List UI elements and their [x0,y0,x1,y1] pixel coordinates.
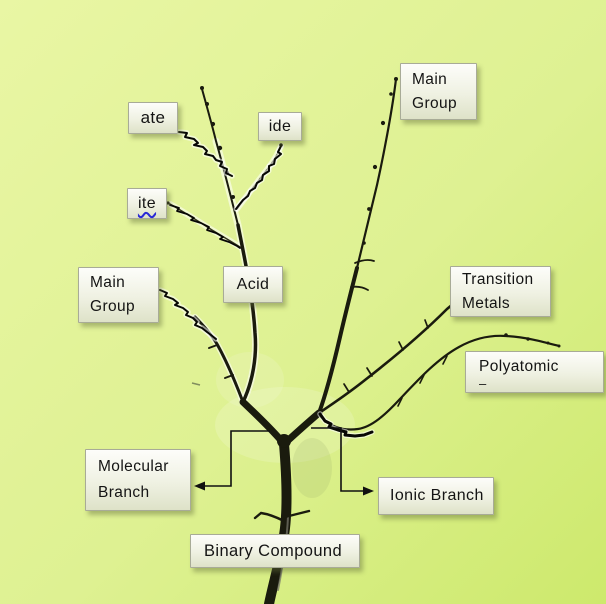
label-main-group-left-line2: Group [90,298,136,315]
label-main-group-left-line1: Main [90,274,126,291]
molecular-branch-connector [194,430,270,491]
label-ite: ite [127,188,167,219]
label-main-group-top: Main Group [400,63,477,120]
label-molecular-branch-line1: Molecular [98,458,169,475]
label-main-group-top-line1: Main [412,70,448,88]
branch-ionic-limb [280,409,323,448]
label-ate: ate [128,102,178,134]
branch-main-group-left [157,287,245,404]
label-ionic-branch: Ionic Branch [378,477,494,515]
label-polyatomic: Polyatomic – [465,351,604,393]
label-binary-compound: Binary Compound [190,534,360,568]
twig-ate [176,129,235,179]
label-acid-text: Acid [236,275,270,293]
label-molecular-branch-line2: Branch [98,484,150,501]
label-transition-metals: Transition Metals [450,266,551,317]
branch-transition-metals [317,302,455,415]
branch-polyatomic [317,333,561,439]
label-molecular-branch: Molecular Branch [85,449,191,511]
label-transition-metals-line2: Metals [462,294,511,312]
label-main-group-top-line2: Group [412,94,458,112]
left-arrowhead-icon [194,481,205,491]
label-ide-text: ide [268,117,292,135]
twig-ide [233,143,284,212]
label-main-group-left: Main Group [78,267,159,323]
label-ionic-branch-text: Ionic Branch [390,487,484,504]
label-ite-text: ite [137,194,157,212]
label-ide: ide [258,112,302,141]
stray-mark [191,382,201,386]
label-transition-metals-line1: Transition [462,270,534,288]
branch-main-group-right [317,77,398,415]
right-arrowhead-icon [363,486,374,496]
label-polyatomic-text: Polyatomic [479,358,559,375]
label-polyatomic-dash: – [479,376,487,391]
label-acid: Acid [223,266,283,303]
label-binary-compound-text: Binary Compound [204,542,343,560]
label-ate-text: ate [140,108,166,127]
twig-ite [166,201,241,249]
ionic-branch-connector [311,427,374,496]
